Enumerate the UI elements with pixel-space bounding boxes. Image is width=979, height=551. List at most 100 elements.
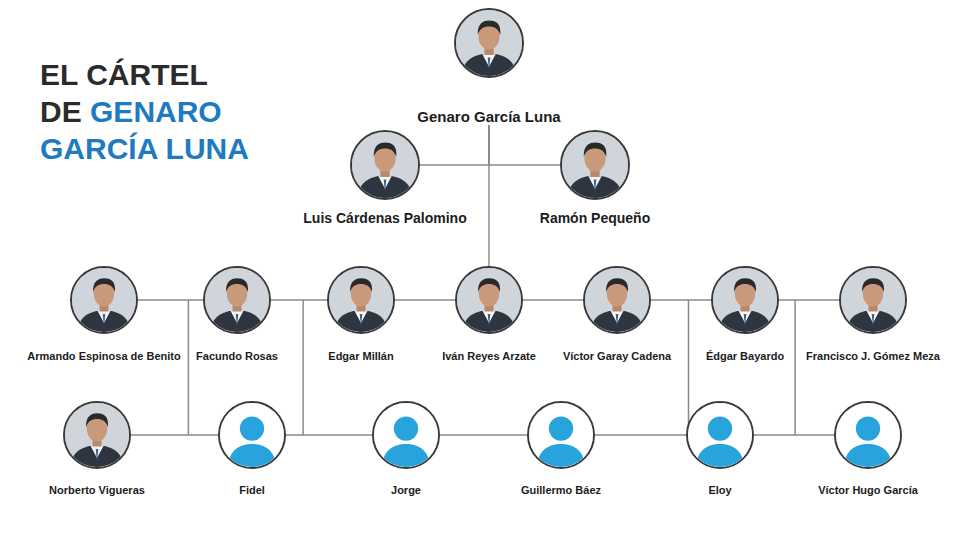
person-node: Edgar Millán bbox=[327, 266, 395, 362]
person-name: Víctor Hugo García bbox=[818, 484, 918, 496]
name-row: Guillermo Báez bbox=[527, 484, 595, 496]
unknown-silhouette bbox=[836, 403, 900, 467]
unknown-silhouette bbox=[688, 403, 752, 467]
portrait-photo bbox=[72, 268, 136, 332]
portrait-photo bbox=[457, 268, 521, 332]
portrait-circle bbox=[686, 401, 754, 469]
person-name: Edgar Millán bbox=[328, 350, 393, 362]
person-node: Ramón Pequeño bbox=[560, 130, 630, 226]
portrait-circle bbox=[455, 266, 523, 334]
unknown-silhouette bbox=[529, 403, 593, 467]
portrait-photo bbox=[585, 268, 649, 332]
name-row: Genaro García Luna bbox=[454, 108, 524, 125]
person-node: Víctor Hugo García bbox=[834, 401, 902, 496]
portrait-circle bbox=[70, 266, 138, 334]
connector-line bbox=[440, 434, 527, 436]
name-row: Luis Cárdenas Palomino bbox=[350, 210, 420, 226]
name-row: Facundo Rosas bbox=[203, 350, 271, 362]
portrait-circle bbox=[560, 130, 630, 200]
title-word: GENARO bbox=[90, 95, 222, 128]
connector-line bbox=[488, 125, 490, 266]
person-node: Armando Espinosa de Benito bbox=[70, 266, 138, 362]
connector-line bbox=[271, 299, 327, 301]
person-node: Francisco J. Gómez Meza bbox=[839, 266, 907, 362]
portrait-circle bbox=[63, 401, 131, 469]
portrait-circle bbox=[350, 130, 420, 200]
person-node: Facundo Rosas bbox=[203, 266, 271, 362]
person-name: Armando Espinosa de Benito bbox=[27, 350, 180, 362]
person-name: Fidel bbox=[239, 484, 265, 496]
name-row: Édgar Bayardo bbox=[711, 350, 779, 362]
person-name: Édgar Bayardo bbox=[706, 350, 784, 362]
title-word: LUNA bbox=[166, 132, 249, 165]
portrait-photo bbox=[841, 268, 905, 332]
person-name: Jorge bbox=[391, 484, 421, 496]
portrait-circle bbox=[454, 8, 524, 78]
title-word: CÁRTEL bbox=[86, 58, 208, 91]
portrait-photo bbox=[205, 268, 269, 332]
portrait-photo bbox=[562, 132, 628, 198]
title-word: GARCÍA bbox=[40, 132, 157, 165]
name-row: Ramón Pequeño bbox=[560, 210, 630, 226]
connector-line bbox=[286, 434, 372, 436]
name-row: Edgar Millán bbox=[327, 350, 395, 362]
person-node: Norberto Vigueras bbox=[63, 401, 131, 496]
person-node: Édgar Bayardo bbox=[711, 266, 779, 362]
name-row: Víctor Hugo García bbox=[834, 484, 902, 496]
name-row: Jorge bbox=[372, 484, 440, 496]
connector-line bbox=[754, 434, 834, 436]
title-line: DE GENARO bbox=[40, 93, 249, 130]
person-name: Guillermo Báez bbox=[521, 484, 601, 496]
person-name: Genaro García Luna bbox=[417, 108, 560, 125]
person-node: Genaro García Luna bbox=[454, 8, 524, 125]
portrait-circle bbox=[583, 266, 651, 334]
connector-line bbox=[595, 434, 686, 436]
name-row: Francisco J. Gómez Meza bbox=[839, 350, 907, 362]
person-name: Facundo Rosas bbox=[196, 350, 278, 362]
person-name: Iván Reyes Arzate bbox=[442, 350, 536, 362]
person-name: Luis Cárdenas Palomino bbox=[303, 210, 466, 226]
name-row: Norberto Vigueras bbox=[63, 484, 131, 496]
person-node: Jorge bbox=[372, 401, 440, 496]
connector-line bbox=[395, 299, 455, 301]
connector-line bbox=[420, 125, 489, 165]
portrait-circle bbox=[218, 401, 286, 469]
portrait-photo bbox=[329, 268, 393, 332]
portrait-circle bbox=[527, 401, 595, 469]
diagram-title: EL CÁRTEL DE GENARO GARCÍA LUNA bbox=[40, 56, 249, 167]
portrait-circle bbox=[327, 266, 395, 334]
person-name: Norberto Vigueras bbox=[49, 484, 145, 496]
person-name: Eloy bbox=[708, 484, 731, 496]
title-word: EL bbox=[40, 58, 78, 91]
connector-line bbox=[138, 299, 203, 301]
person-node: Luis Cárdenas Palomino bbox=[350, 130, 420, 226]
portrait-circle bbox=[834, 401, 902, 469]
portrait-circle bbox=[203, 266, 271, 334]
title-word: DE bbox=[40, 95, 82, 128]
portrait-photo bbox=[352, 132, 418, 198]
person-node: Fidel bbox=[218, 401, 286, 496]
person-name: Víctor Garay Cadena bbox=[563, 350, 671, 362]
name-row: Víctor Garay Cadena bbox=[583, 350, 651, 362]
unknown-silhouette bbox=[374, 403, 438, 467]
connector-line bbox=[779, 299, 839, 301]
portrait-circle bbox=[711, 266, 779, 334]
portrait-photo bbox=[713, 268, 777, 332]
branch-line bbox=[302, 300, 304, 435]
name-row: Armando Espinosa de Benito bbox=[70, 350, 138, 362]
portrait-photo bbox=[65, 403, 129, 467]
branch-line bbox=[188, 300, 190, 435]
person-node: Víctor Garay Cadena bbox=[583, 266, 651, 362]
branch-line bbox=[794, 300, 796, 435]
person-name: Ramón Pequeño bbox=[540, 210, 650, 226]
person-node: Guillermo Báez bbox=[527, 401, 595, 496]
connector-line bbox=[523, 299, 583, 301]
name-row: Fidel bbox=[218, 484, 286, 496]
portrait-photo bbox=[456, 10, 522, 76]
person-node: Iván Reyes Arzate bbox=[455, 266, 523, 362]
connector-line bbox=[489, 125, 560, 165]
portrait-circle bbox=[839, 266, 907, 334]
name-row: Iván Reyes Arzate bbox=[455, 350, 523, 362]
title-line: GARCÍA LUNA bbox=[40, 130, 249, 167]
